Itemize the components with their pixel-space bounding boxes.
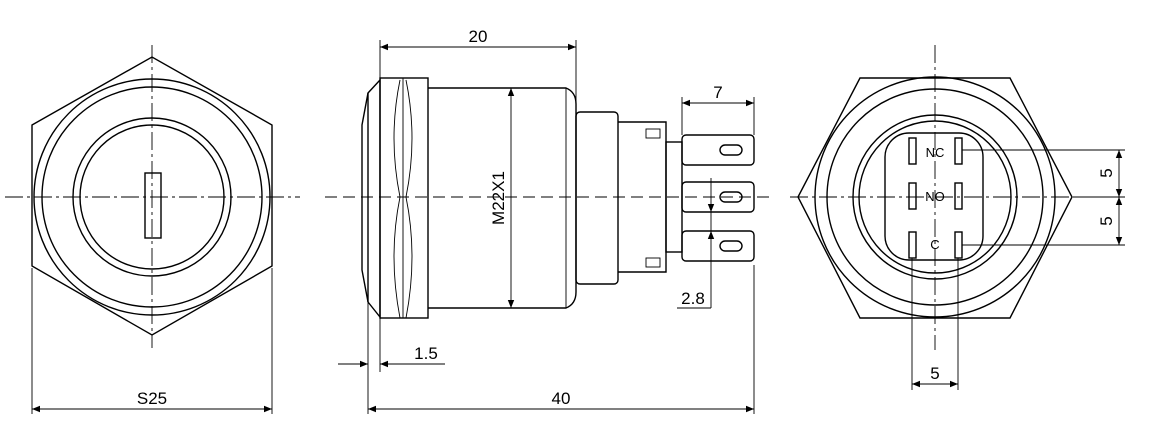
- thread-label: M22X1: [489, 171, 508, 225]
- side-hex-nut: [379, 77, 429, 319]
- s25-label: S25: [137, 389, 167, 408]
- terminal-top: [681, 134, 755, 166]
- pins-left: [908, 137, 917, 259]
- side-view: 20 M22X1 7 2.8 1.5 40: [325, 27, 770, 414]
- pin-label-nc: NC: [926, 145, 945, 160]
- side-bezel: [361, 78, 381, 319]
- side-rear-housing: [575, 111, 619, 285]
- dim-2-8-label: 2.8: [681, 289, 705, 308]
- pin-label-c: C: [930, 237, 939, 252]
- terminal-bottom: [681, 230, 755, 262]
- terminal-block-rear: [884, 132, 984, 261]
- dim-20-label: 20: [469, 27, 488, 46]
- dim-5-lower-label: 5: [1097, 216, 1116, 225]
- dim-7-label: 7: [713, 83, 722, 102]
- pin-label-no: NO: [925, 189, 945, 204]
- dim-40-label: 40: [552, 389, 571, 408]
- dim-1-5-label: 1.5: [414, 344, 438, 363]
- rear-hex-nut: [797, 77, 1073, 319]
- rear-view: NC NO C 5 5 5: [790, 45, 1125, 390]
- front-view: S25: [5, 45, 300, 414]
- pins-right: [954, 137, 963, 259]
- dim-5-upper-label: 5: [1097, 168, 1116, 177]
- key-slot: [144, 172, 162, 239]
- dim-5-horizontal-label: 5: [930, 364, 939, 383]
